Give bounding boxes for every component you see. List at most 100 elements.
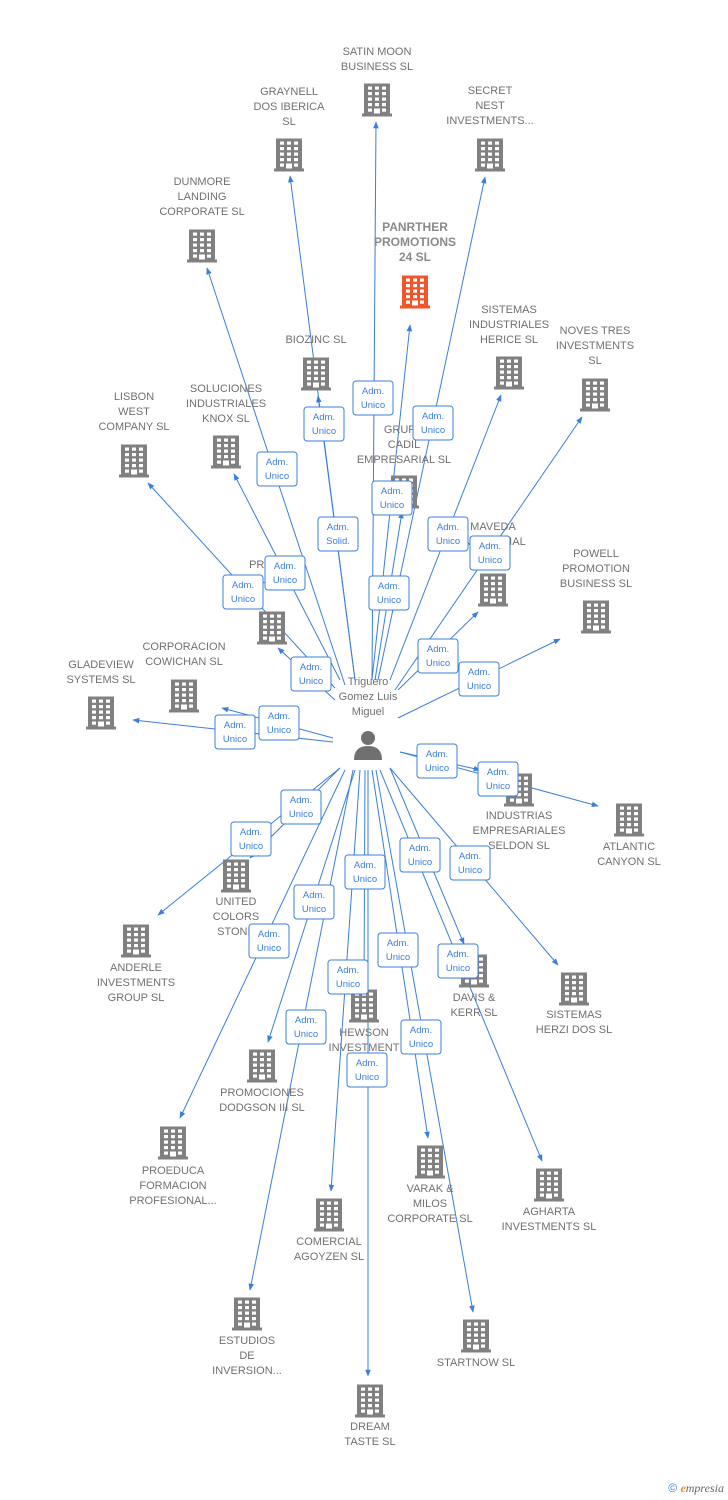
company-node-estudios[interactable]: ESTUDIOSDEINVERSION... xyxy=(212,1297,282,1378)
edge-label-varak[interactable]: Adm.Unico xyxy=(377,932,419,968)
company-name-line: ESTUDIOS xyxy=(219,1335,275,1347)
edge-label-text: Unico xyxy=(299,676,323,687)
edge-label-cadil[interactable]: Adm.Unico xyxy=(368,575,410,611)
edge-label-panrther[interactable]: Adm.Unico xyxy=(371,480,413,516)
building-icon xyxy=(494,356,524,390)
edge-label-hewson[interactable]: Adm.Unico xyxy=(344,854,386,890)
edge-label-text: Unico xyxy=(377,595,401,606)
edge-label-text: Unico xyxy=(312,426,336,437)
edge-label-secret[interactable]: Adm.Unico xyxy=(412,405,454,441)
edge-label-lisbon[interactable]: Adm.Unico xyxy=(222,574,264,610)
company-name-line: INVESTMENTS SL xyxy=(502,1221,597,1233)
building-icon xyxy=(614,803,644,837)
edge-label-dunmore[interactable]: Adm.Unico xyxy=(256,451,298,487)
company-name-line: NOVES TRES xyxy=(560,325,631,337)
edge-label-industrias[interactable]: Adm.Unico xyxy=(416,743,458,779)
company-name-line: INDUSTRIALES xyxy=(186,398,266,410)
building-icon xyxy=(475,138,505,172)
company-name-line: ATLANTIC xyxy=(603,841,655,853)
edge-label-agharta[interactable]: Adm.Unico xyxy=(437,943,479,979)
company-node-secret[interactable]: SECRETNESTINVESTMENTS... xyxy=(446,85,534,172)
footer-brand: © empresia xyxy=(668,1481,724,1496)
edge-label-satin[interactable]: Adm.Unico xyxy=(352,380,394,416)
edge-label-text: Adm. xyxy=(487,767,509,778)
company-name-line: DOS IBERICA xyxy=(254,101,326,113)
edge-label-biozinc[interactable]: Adm.Solid. xyxy=(317,516,359,552)
edge-label-noves[interactable]: Adm. Unico xyxy=(469,535,511,571)
edge-label-text: Unico xyxy=(257,943,281,954)
edge-label-provsilva[interactable]: Adm.Unico xyxy=(290,656,332,692)
company-node-biozinc[interactable]: BIOZINC SL xyxy=(285,334,347,391)
edge-label-atlantic[interactable]: Adm.Unico xyxy=(477,761,519,797)
edge-label-text: Unico xyxy=(336,979,360,990)
edge-label-proeduca[interactable]: Adm. Unico xyxy=(248,923,290,959)
building-icon xyxy=(362,83,392,117)
company-name-line: INVESTMENTS... xyxy=(446,115,533,127)
edge-label-text: Unico xyxy=(409,1039,433,1050)
edge-label-estudios[interactable]: Adm.Unico xyxy=(285,1009,327,1045)
edge-label-soluciones[interactable]: Adm.Unico xyxy=(264,555,306,591)
edge-label-sistemas_herice[interactable]: Adm.Unico xyxy=(427,516,469,552)
edge-label-united[interactable]: Adm.Unico xyxy=(230,821,272,857)
edge-label-text: Adm. xyxy=(258,929,280,940)
company-name-line: GRAYNELL xyxy=(260,86,318,98)
edge-label-dodgson[interactable]: Adm.Unico xyxy=(293,884,335,920)
edge-label-gladeview[interactable]: Adm.Unico xyxy=(214,714,256,750)
edge-labels-layer: Adm.UnicoAdm.UnicoAdm.UnicoAdm.UnicoAdm.… xyxy=(214,380,519,1088)
building-icon xyxy=(121,924,151,958)
edge-label-corporacion[interactable]: Adm.Unico xyxy=(258,705,300,741)
company-name-line: COMPANY SL xyxy=(98,421,169,433)
edge-label-text: Adm. xyxy=(274,561,296,572)
edge-label-maveda[interactable]: Adm.Unico xyxy=(417,638,459,674)
edge-label-anderle[interactable]: Adm.Unico xyxy=(280,789,322,825)
edge-label-text: Solid. xyxy=(326,536,350,547)
edge-label-text: Unico xyxy=(478,555,502,566)
company-node-graynell[interactable]: GRAYNELL DOS IBERICA SL xyxy=(254,86,326,172)
company-name-line: SL xyxy=(282,116,295,128)
building-icon xyxy=(478,573,508,607)
company-name-line: BUSINESS SL xyxy=(341,61,413,73)
building-icon xyxy=(580,378,610,412)
company-name-line: TASTE SL xyxy=(344,1436,395,1448)
company-node-proeduca[interactable]: PROEDUCAFORMACIONPROFESIONAL... xyxy=(129,1126,217,1208)
edge-label-herzi[interactable]: Adm.Unico xyxy=(449,845,491,881)
brand-logo: empresia xyxy=(680,1481,724,1495)
edge-label-davis[interactable]: Adm.Unico xyxy=(399,837,441,873)
edge-label-text: Adm. xyxy=(479,541,501,552)
company-name-line: GLADEVIEW xyxy=(68,659,134,671)
edge-label-dream[interactable]: Adm.Unico xyxy=(346,1052,388,1088)
company-name-line: INVESTMENTS xyxy=(556,340,634,352)
edge-label-graynell[interactable]: Adm.Unico xyxy=(303,406,345,442)
edge-label-text: Unico xyxy=(289,809,313,820)
company-node-startnow[interactable]: STARTNOW SL xyxy=(437,1319,515,1370)
edge-label-text: Adm. xyxy=(356,1058,378,1069)
building-icon xyxy=(119,444,149,478)
edge-label-text: Adm. xyxy=(266,457,288,468)
edge-label-comercial[interactable]: Adm.Unico xyxy=(327,959,369,995)
edge-label-powell[interactable]: Adm.Unico xyxy=(458,661,500,697)
edge-label-startnow[interactable]: Adm.Unico xyxy=(400,1019,442,1055)
company-name-line: GROUP SL xyxy=(108,992,165,1004)
